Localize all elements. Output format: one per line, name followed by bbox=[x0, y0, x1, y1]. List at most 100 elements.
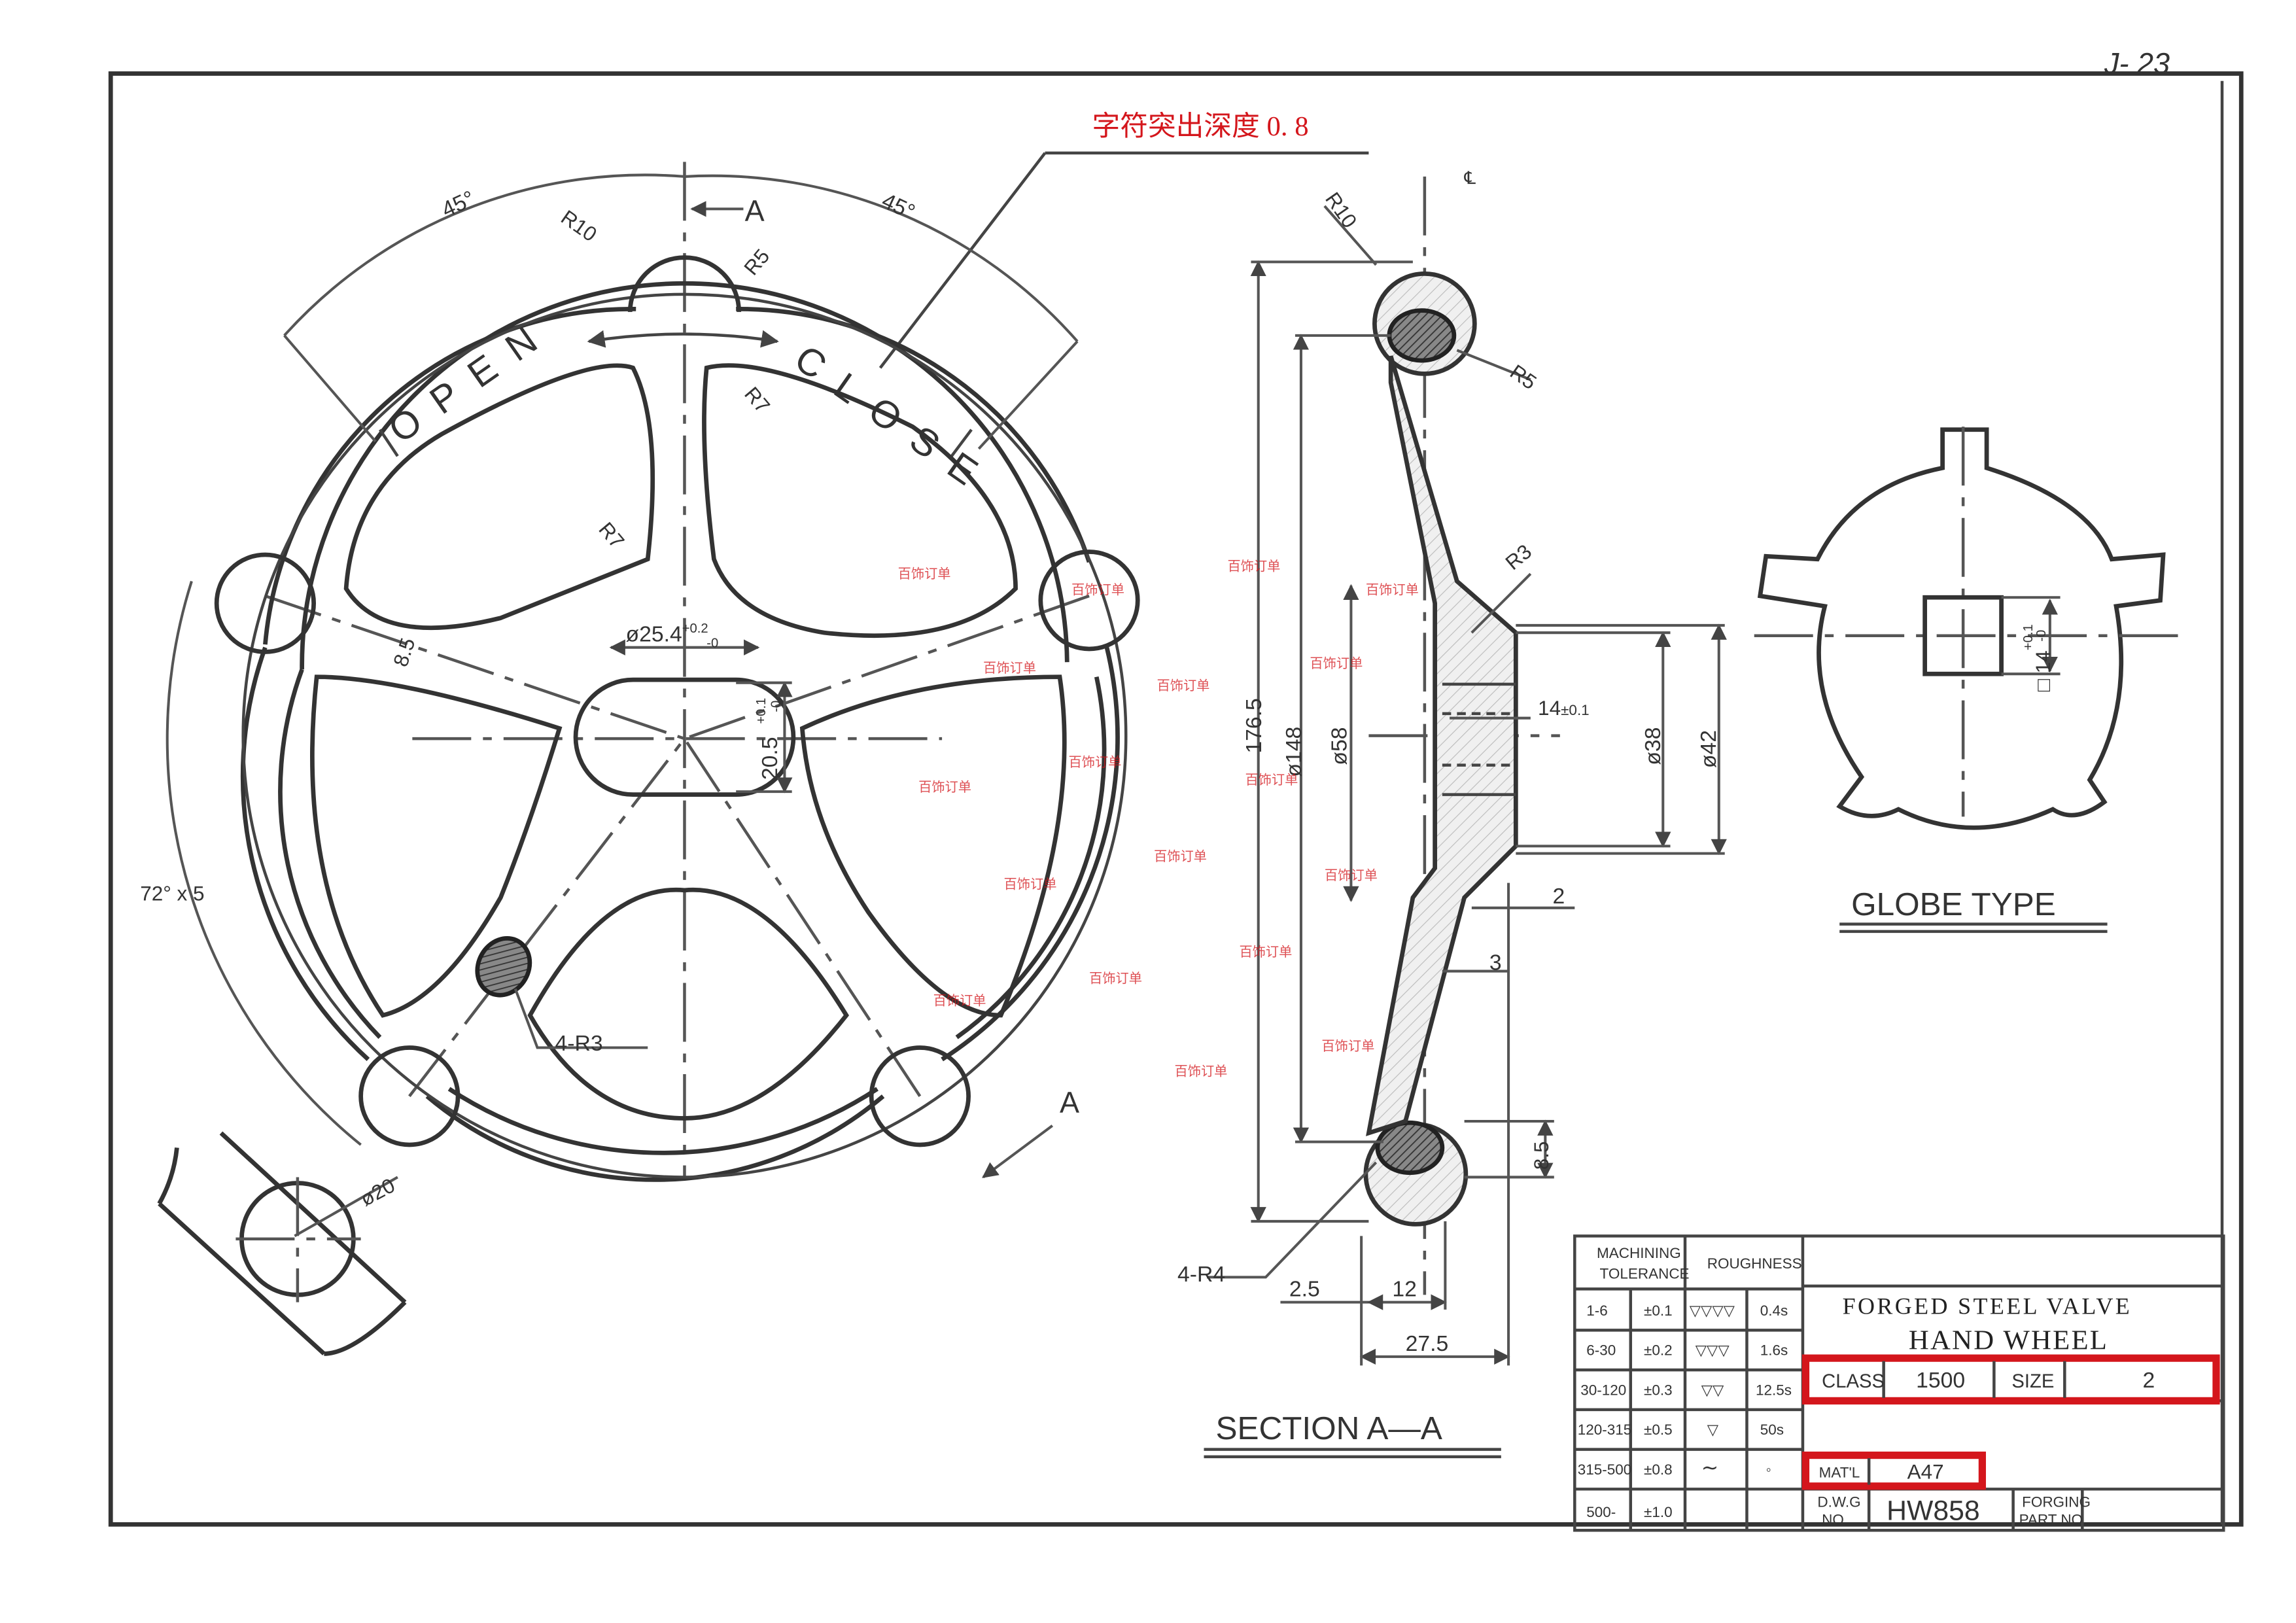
bore-flat-tol-minus: -0 bbox=[769, 701, 784, 712]
table-row: 120-315 ±0.5 ▽ 50s bbox=[1578, 1422, 1784, 1438]
svg-text:▽▽▽: ▽▽▽ bbox=[1696, 1342, 1730, 1359]
svg-text:◦: ◦ bbox=[1766, 1461, 1771, 1478]
svg-text:百饰订单: 百饰订单 bbox=[1366, 583, 1419, 598]
svg-text:6-30: 6-30 bbox=[1586, 1342, 1616, 1359]
svg-text:1.6s: 1.6s bbox=[1760, 1342, 1788, 1359]
dim-12: 12 bbox=[1392, 1277, 1417, 1302]
svg-text:120-315: 120-315 bbox=[1578, 1422, 1632, 1438]
svg-text:百饰订单: 百饰订单 bbox=[918, 780, 971, 795]
dim-148: ø148 bbox=[1281, 727, 1306, 777]
table-row: 30-120 ±0.3 ▽▽ 12.5s bbox=[1580, 1382, 1792, 1398]
section-view: R10 R5 R3 176.5 ø148 ø58 ø38 ø42 14±0.1 … bbox=[1177, 168, 1727, 1459]
col-machining-2: TOLERANCE bbox=[1600, 1266, 1690, 1282]
table-row: 500- ±1.0 bbox=[1586, 1504, 1672, 1520]
bore-dia-tol-minus: -0 bbox=[706, 637, 718, 651]
window-3 bbox=[310, 674, 563, 1018]
title-block: FORGED STEEL VALVE HAND WHEEL CLASS 1500… bbox=[1801, 1284, 2224, 1531]
dim-58: ø58 bbox=[1327, 727, 1352, 765]
spoke-spacing: 72° x 5 bbox=[140, 882, 204, 905]
rim-outer bbox=[240, 306, 1120, 1155]
globe-square-tol-minus: -0 bbox=[2034, 630, 2049, 642]
title-line2: HAND WHEEL bbox=[1909, 1325, 2108, 1356]
svg-text:315-500: 315-500 bbox=[1578, 1461, 1632, 1478]
svg-text:30-120: 30-120 bbox=[1580, 1382, 1626, 1398]
fillet-4-r4: 4-R4 bbox=[1177, 1262, 1225, 1287]
svg-text:±0.2: ±0.2 bbox=[1644, 1342, 1673, 1359]
dim-2: 2 bbox=[1553, 884, 1565, 909]
svg-text:百饰订单: 百饰订单 bbox=[1325, 868, 1378, 883]
sheet-code: J- 23 bbox=[2104, 46, 2170, 80]
rim-inner bbox=[278, 281, 1107, 1182]
open-label: OPEN bbox=[381, 307, 562, 451]
svg-text:▽▽: ▽▽ bbox=[1701, 1382, 1724, 1398]
dim-8-5: 8.5 bbox=[1529, 1141, 1553, 1170]
direction-arrow bbox=[587, 330, 779, 348]
svg-text:▽: ▽ bbox=[1707, 1422, 1718, 1438]
forging-label-1: FORGING bbox=[2022, 1493, 2091, 1510]
title-line1: FORGED STEEL VALVE bbox=[1843, 1293, 2132, 1319]
section-title: SECTION A—A bbox=[1215, 1410, 1442, 1446]
col-roughness: ROUGHNESS bbox=[1707, 1255, 1802, 1272]
sheet-border bbox=[108, 71, 2244, 1527]
window-2 bbox=[702, 363, 1018, 638]
svg-text:百饰订单: 百饰订单 bbox=[898, 567, 951, 582]
red-note-leader-diag bbox=[878, 152, 1047, 369]
dim-27-5: 27.5 bbox=[1406, 1331, 1449, 1356]
forging-label-2: PART NO. bbox=[2019, 1511, 2087, 1527]
svg-text:百饰订单: 百饰订单 bbox=[1321, 1039, 1374, 1054]
svg-text:百饰订单: 百饰订单 bbox=[1227, 559, 1280, 574]
svg-text:12.5s: 12.5s bbox=[1756, 1382, 1792, 1398]
svg-text:百饰订单: 百饰订单 bbox=[1071, 583, 1124, 598]
svg-text:1-6: 1-6 bbox=[1586, 1302, 1608, 1319]
matl-label: MAT'L bbox=[1819, 1464, 1860, 1480]
svg-text:▽▽▽▽: ▽▽▽▽ bbox=[1690, 1302, 1735, 1319]
section-r10: R10 bbox=[1321, 188, 1362, 232]
window-5 bbox=[527, 887, 849, 1121]
dwg-value: HW858 bbox=[1887, 1495, 1979, 1527]
svg-text:±0.8: ±0.8 bbox=[1644, 1461, 1673, 1478]
matl-highlight bbox=[1801, 1451, 1986, 1490]
table-row: 6-30 ±0.2 ▽▽▽ 1.6s bbox=[1586, 1342, 1788, 1359]
section-spoke bbox=[1366, 355, 1518, 1136]
svg-text:±0.5: ±0.5 bbox=[1644, 1422, 1673, 1438]
svg-text:百饰订单: 百饰订单 bbox=[1310, 656, 1363, 671]
angle-left: 45° bbox=[438, 186, 478, 222]
svg-text:50s: 50s bbox=[1760, 1422, 1784, 1438]
dim-14: 14±0.1 bbox=[1538, 696, 1590, 720]
svg-text:百饰订单: 百饰订单 bbox=[1157, 678, 1209, 693]
svg-text:百饰订单: 百饰订单 bbox=[1069, 755, 1122, 770]
window-4 bbox=[799, 674, 1067, 1018]
dim-176-5: 176.5 bbox=[1242, 698, 1266, 753]
r7-top: R7 bbox=[740, 382, 774, 417]
r7-left: R7 bbox=[594, 517, 629, 553]
bore-dia: ø25.4+0.2 bbox=[625, 621, 708, 646]
globe-square-dim: □ 14 bbox=[2031, 650, 2055, 691]
close-label: CLOSE bbox=[787, 337, 1002, 505]
tolerance-table: MACHINING TOLERANCE ROUGHNESS 1-6 ±0.1 ▽… bbox=[1573, 1234, 2225, 1532]
spoke-section bbox=[475, 936, 532, 998]
svg-text:∼: ∼ bbox=[1701, 1456, 1718, 1479]
section-mark-bottom: A bbox=[1060, 1085, 1079, 1119]
svg-text:百饰订单: 百饰订单 bbox=[1089, 971, 1142, 986]
window-1 bbox=[343, 363, 655, 631]
matl-value: A47 bbox=[1907, 1460, 1944, 1484]
svg-text:±0.1: ±0.1 bbox=[1644, 1302, 1673, 1319]
knob-top bbox=[627, 255, 742, 312]
dim-42: ø42 bbox=[1696, 730, 1721, 768]
knob-right bbox=[1038, 550, 1140, 652]
dwg-label-2: NO. bbox=[1822, 1511, 1848, 1527]
bore-flat: 20.5 bbox=[757, 737, 782, 780]
bore-flat-tol-plus: +0.1 bbox=[754, 698, 769, 724]
svg-text:0.4s: 0.4s bbox=[1760, 1302, 1788, 1319]
col-machining-1: MACHINING bbox=[1597, 1245, 1681, 1261]
red-note: 字符突出深度 0. 8 bbox=[1092, 111, 1309, 142]
svg-text:百饰订单: 百饰订单 bbox=[933, 993, 986, 1008]
dim-2-5: 2.5 bbox=[1289, 1277, 1320, 1302]
svg-text:百饰订单: 百饰订单 bbox=[1239, 945, 1292, 960]
svg-text:百饰订单: 百饰订单 bbox=[983, 661, 1036, 676]
globe-square bbox=[1922, 595, 2004, 676]
cl-symbol: ℄ bbox=[1464, 168, 1476, 188]
section-r5: R5 bbox=[1506, 360, 1541, 394]
knob-left bbox=[214, 552, 317, 654]
